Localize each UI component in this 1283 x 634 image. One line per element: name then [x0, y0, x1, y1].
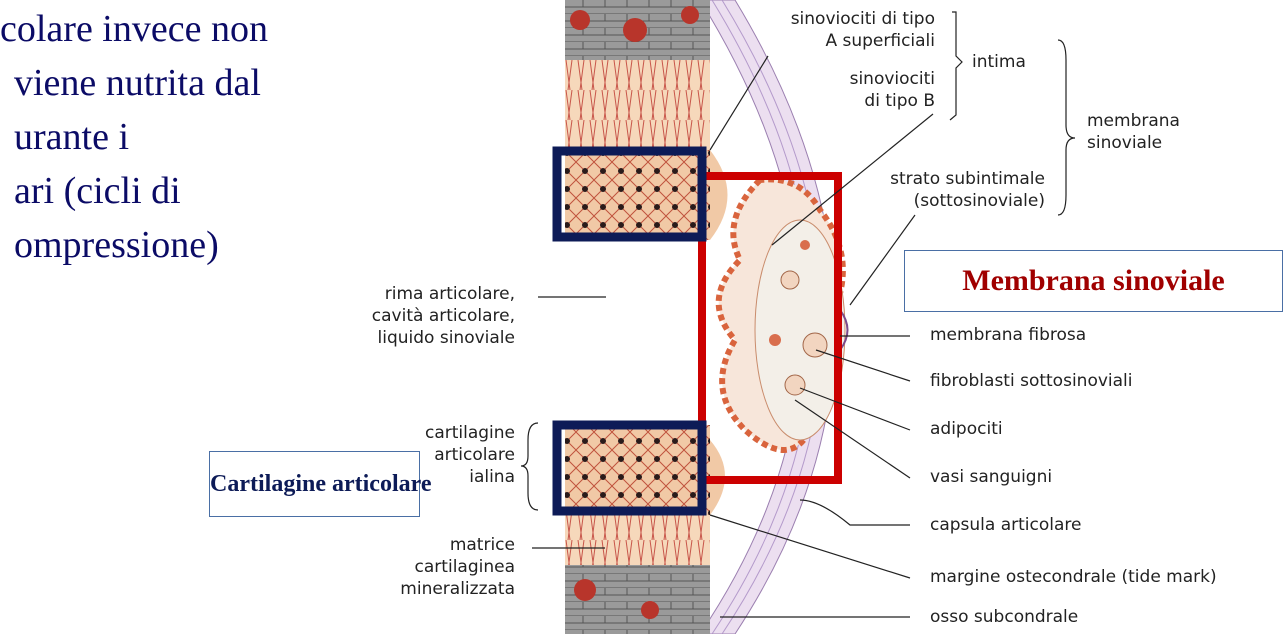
label-adipociti: adipociti	[930, 418, 1003, 440]
callout-membrana-sinoviale: Membrana sinoviale	[904, 250, 1283, 312]
label-membrana-sinoviale-anat: membrana sinoviale	[1087, 110, 1180, 154]
label-fibroblasti: fibroblasti sottosinoviali	[930, 370, 1133, 392]
label-strato-subintimale: strato subintimale (sottosinoviale)	[840, 168, 1045, 212]
label-sinoviociti-b: sinoviociti di tipo B	[820, 68, 935, 112]
label-margine-ostecondrale: margine ostecondrale (tide mark)	[930, 566, 1217, 588]
label-vasi-sanguigni: vasi sanguigni	[930, 466, 1052, 488]
joint-cavity	[565, 240, 710, 420]
label-membrana-fibrosa: membrana fibrosa	[930, 324, 1086, 346]
label-sinoviociti-a: sinoviociti di tipo A superficiali	[760, 8, 935, 52]
label-rima-articolare: rima articolare, cavità articolare, liqu…	[320, 283, 515, 349]
upper-tidemark-zone	[565, 60, 710, 150]
label-capsula-articolare: capsula articolare	[930, 514, 1082, 536]
label-matrice-mineralizzata: matrice cartilaginea mineralizzata	[360, 534, 515, 600]
lower-cartilage	[565, 425, 710, 515]
label-osso-subcondrale: osso subcondrale	[930, 606, 1078, 628]
upper-cartilage	[565, 150, 710, 240]
label-intima: intima	[972, 51, 1026, 73]
lower-tidemark-zone	[565, 515, 710, 565]
callout-cartilagine-articolare: Cartilagine articolare	[209, 451, 420, 517]
